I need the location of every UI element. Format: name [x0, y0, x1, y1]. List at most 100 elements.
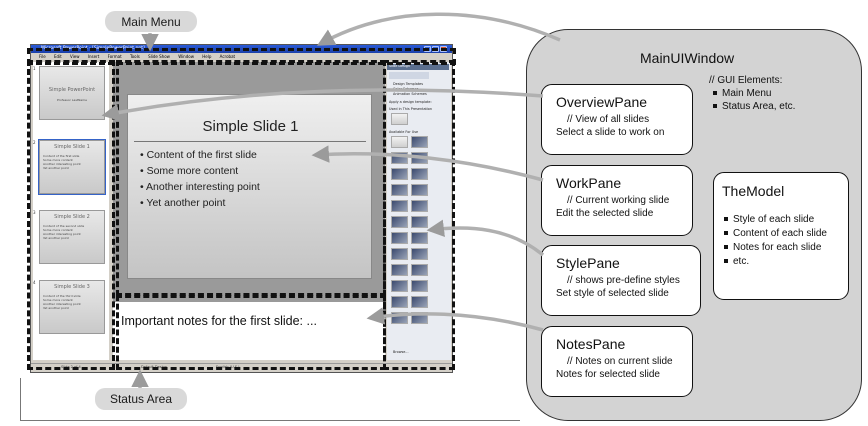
slide-bullet: • Yet another point	[140, 197, 226, 209]
the-model-box: TheModel Style of each slide Content of …	[713, 172, 849, 300]
thumbnail-title: Simple Slide 2	[54, 214, 90, 220]
menu-help[interactable]: Help	[202, 54, 212, 59]
menu-edit[interactable]: Edit	[53, 54, 62, 59]
status-area-callout: Status Area	[95, 388, 187, 410]
thumbnail-subtitle: Professor LastName	[57, 98, 87, 102]
thumbnail-number: 3	[33, 210, 36, 215]
main-menu-callout-label: Main Menu	[121, 14, 181, 29]
overview-pane-title: OverviewPane	[556, 94, 648, 110]
slide-bullet: • Another interesting point	[140, 181, 260, 193]
template-thumbnail[interactable]	[411, 296, 428, 308]
template-thumbnail[interactable]	[411, 280, 428, 292]
status-area-callout-label: Status Area	[109, 392, 173, 406]
design-templates-link[interactable]: Design Templates	[393, 82, 424, 86]
left-rule	[20, 378, 21, 420]
menu-tools[interactable]: Tools	[129, 54, 140, 59]
notes-pane-desc: Notes for selected slide	[556, 369, 660, 380]
main-menu-callout: Main Menu	[105, 11, 197, 32]
template-thumbnail[interactable]	[391, 280, 408, 292]
thumbnail-bullet: Yet another point	[43, 236, 69, 240]
menu-slide-show[interactable]: Slide Show	[148, 54, 170, 59]
overview-pane: 1 Simple PowerPoint Professor LastName 2…	[33, 62, 109, 360]
thumbnail-bullet: Yet another point	[43, 306, 69, 310]
template-thumbnail[interactable]	[391, 264, 408, 276]
template-thumbnail[interactable]	[411, 248, 428, 260]
thumbnail-number: 4	[33, 280, 36, 285]
slide-thumbnail-2[interactable]: Simple Slide 1 Content of the first slid…	[38, 139, 106, 195]
thumbnail-bullet: Some more content	[43, 298, 73, 302]
overview-pane-comment: // View of all slides	[567, 114, 650, 125]
thumbnail-bullet: Content of the second slide	[43, 224, 85, 228]
task-pane-header: Slide Design	[387, 64, 449, 70]
baseline-rule	[20, 420, 520, 421]
template-thumbnail[interactable]	[391, 296, 408, 308]
thumbnail-number: 1	[33, 66, 36, 71]
style-pane-comment: // shows pre-define styles	[567, 275, 680, 286]
template-thumbnail[interactable]	[391, 232, 408, 244]
thumbnail-bullet: Yet another point	[43, 166, 69, 170]
slide-bullet: • Content of the first slide	[140, 149, 257, 161]
main-menu-bar: File Edit View Insert Format Tools Slide…	[39, 53, 449, 60]
task-pane-nav	[389, 72, 429, 79]
browse-link[interactable]: Browse...	[393, 350, 409, 354]
notes-pane[interactable]: Important notes for the first slide: ...	[113, 302, 385, 360]
template-thumbnail[interactable]	[391, 200, 408, 212]
work-pane-comment: // Current working slide	[567, 195, 670, 206]
thumbnail-bullet: Another interesting point	[43, 302, 81, 306]
thumbnail-bullet: Another interesting point	[43, 162, 81, 166]
overview-pane-desc: Select a slide to work on	[556, 127, 665, 138]
the-model-item: Content of each slide	[724, 227, 827, 240]
gui-element-item: Main Menu	[713, 88, 771, 101]
work-pane-title: WorkPane	[556, 175, 622, 191]
arrow-mainui-to-window	[316, 12, 561, 46]
thumbnail-bullet: Another interesting point	[43, 232, 81, 236]
notes-pane-title: NotesPane	[556, 336, 626, 352]
slide-bullet: • Some more content	[140, 165, 239, 177]
the-model-item: Notes for each slide	[724, 241, 821, 254]
thumbnail-title: Simple Slide 1	[54, 144, 90, 150]
slide-thumbnail-1[interactable]: Simple PowerPoint Professor LastName	[39, 66, 105, 120]
main-ui-window-title: MainUIWindow	[640, 50, 735, 66]
template-thumbnail[interactable]	[391, 216, 408, 228]
thumbnail-title: Simple PowerPoint	[48, 87, 96, 93]
overview-pane-box: OverviewPane // View of all slides Selec…	[541, 84, 693, 155]
notes-text: Important notes for the first slide: ...	[121, 314, 317, 328]
template-thumbnail[interactable]	[391, 184, 408, 196]
menu-format[interactable]: Format	[107, 54, 122, 59]
template-thumbnail[interactable]	[411, 136, 428, 148]
notes-pane-region-outline	[116, 295, 386, 370]
the-model-item: Style of each slide	[724, 213, 814, 226]
the-model-title: TheModel	[722, 183, 785, 199]
notes-pane-comment: // Notes on current slide	[567, 356, 673, 367]
template-thumbnail[interactable]	[411, 232, 428, 244]
menu-insert[interactable]: Insert	[87, 54, 100, 59]
thumbnail-bullet: Some more content	[43, 158, 73, 162]
notes-pane-box: NotesPane // Notes on current slide Note…	[541, 326, 693, 397]
template-thumbnail[interactable]	[411, 264, 428, 276]
the-model-item: etc.	[724, 255, 749, 268]
menu-acrobat[interactable]: Acrobat	[219, 54, 236, 59]
slide-title: Simple Slide 1	[202, 118, 299, 135]
main-ui-window-container: MainUIWindow // GUI Elements: Main Menu …	[526, 29, 862, 421]
main-menu-region-outline	[27, 48, 456, 65]
work-pane-desc: Edit the selected slide	[556, 208, 654, 219]
template-thumbnail[interactable]	[411, 184, 428, 196]
menu-view[interactable]: View	[70, 54, 80, 59]
gui-elements-comment: // GUI Elements:	[709, 75, 783, 86]
template-thumbnail[interactable]	[391, 248, 408, 260]
slide-thumbnail-3[interactable]: Simple Slide 2 Content of the second sli…	[39, 210, 105, 264]
style-pane-region-outline	[383, 60, 455, 370]
style-pane-desc: Set style of selected slide	[556, 288, 669, 299]
thumbnail-bullet: Content of the third slide	[43, 294, 81, 298]
menu-file[interactable]: File	[39, 54, 46, 59]
slide-title-rule	[134, 141, 366, 142]
style-pane-title: StylePane	[556, 255, 620, 271]
style-pane-box: StylePane // shows pre-define styles Set…	[541, 245, 701, 316]
template-thumbnail[interactable]	[411, 200, 428, 212]
gui-element-item: Status Area, etc.	[713, 101, 795, 114]
menu-window[interactable]: Window	[178, 54, 194, 59]
overview-pane-region-outline	[27, 60, 115, 370]
work-pane-region-outline	[116, 60, 386, 296]
template-thumbnail[interactable]	[391, 136, 408, 148]
slide-thumbnail-4[interactable]: Simple Slide 3 Content of the third slid…	[39, 280, 105, 334]
